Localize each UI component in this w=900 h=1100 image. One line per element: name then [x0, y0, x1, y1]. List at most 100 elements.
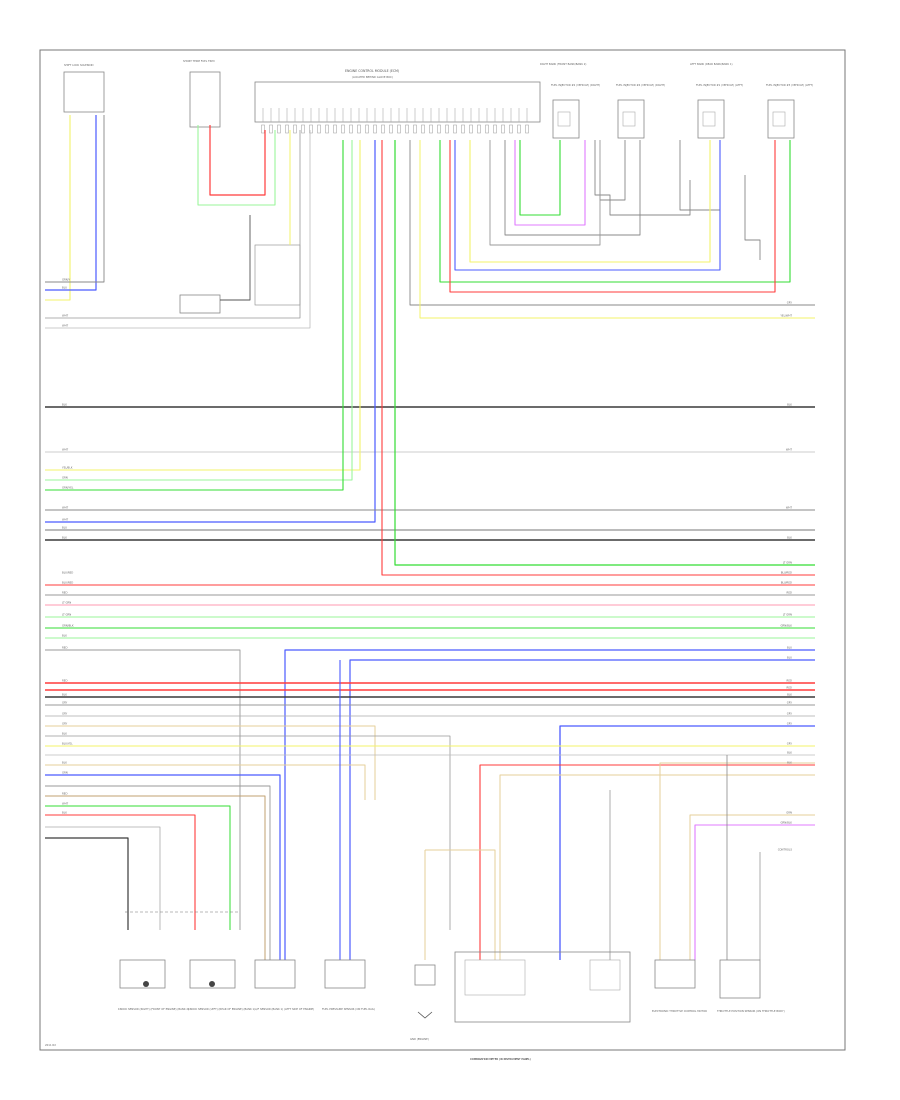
ecm-pin-marker	[421, 124, 425, 134]
ecm-connector-box	[254, 81, 541, 123]
right-wire-label: GRN	[786, 811, 792, 815]
meter-inner-box-2	[589, 959, 621, 991]
left-wire-label: BLU	[62, 526, 67, 530]
tl-wire	[45, 115, 97, 291]
diagram-border	[39, 49, 846, 1051]
injector-label: FUEL INJECTOR #1 (VEHICLE) (LEFT)	[696, 83, 743, 87]
inj-wire-green	[519, 140, 561, 216]
injector-body	[697, 99, 725, 139]
left-wire-label: GRN/BLK	[62, 624, 74, 628]
right-wire-label: YEL/WHT	[780, 314, 792, 318]
ecm-pin-marker	[277, 124, 281, 134]
right-wire-label: CONTROLS	[778, 848, 793, 852]
left-wire-label: WHT	[62, 802, 69, 806]
left-wire-label: BLU/YEL	[62, 742, 73, 746]
low-wire	[479, 764, 815, 960]
left-wire-label: BLK	[62, 536, 67, 540]
right-wire-label: LT GRN	[783, 561, 792, 565]
component-box	[654, 959, 696, 989]
tl-wire	[45, 130, 301, 319]
ecm-pin-marker	[349, 124, 353, 134]
ecm-pin-marker	[517, 124, 521, 134]
ecm-pin-marker	[429, 124, 433, 134]
ground-icon	[417, 1011, 433, 1019]
right-wire-label: LT GRN	[783, 613, 792, 617]
component-box	[414, 964, 436, 986]
small-module-box	[179, 294, 221, 314]
right-wire-label: BLU/RED	[781, 581, 792, 585]
left-wire-label: GRN/YEL	[62, 486, 74, 490]
low-wire	[689, 814, 815, 960]
knock-sensor-icon	[143, 981, 149, 987]
tl-wire	[197, 125, 276, 206]
left-wire-label: RED	[62, 679, 67, 683]
left-wire-label: BLK	[62, 634, 67, 638]
inj-wire-red	[449, 140, 776, 293]
right-wire-label: BLK	[787, 761, 792, 765]
left-wire-label: LT GRN	[62, 601, 71, 605]
component-label: COMBINATION METER (IN INSTRUMENT PANEL)	[470, 1057, 531, 1061]
knock-sensor-icon	[209, 981, 215, 987]
left-wire-label: LT GRN	[62, 613, 71, 617]
low-wire	[45, 725, 376, 800]
ecm-pin-marker	[509, 124, 513, 134]
wire-group	[45, 115, 815, 960]
ecm-pin-marker	[373, 124, 377, 134]
left-wire-label: BLK	[62, 732, 67, 736]
bottom-caption: COMBINATION METER (IN INSTRUMENT PANEL)	[470, 1057, 531, 1061]
drop-wire	[45, 140, 361, 471]
ecm-pin-marker	[389, 124, 393, 134]
component-label: A/F SENSOR (BANK 1) (LEFT SIDE OF ENGINE…	[255, 1007, 314, 1011]
shift-lock-box	[63, 71, 105, 113]
tl-wire	[45, 130, 311, 329]
inj-wire-violet	[514, 140, 586, 226]
low-wire	[45, 814, 196, 930]
top-left-unit-label: SHIFT LOCK SOLENOID	[64, 63, 93, 67]
ecm-pin-marker	[301, 124, 305, 134]
ecm-pin-marker	[461, 124, 465, 134]
ecm-pin-marker	[445, 124, 449, 134]
injector-body	[617, 99, 645, 139]
left-wire-label: RED	[62, 792, 67, 796]
right-wire-label: RED	[787, 679, 792, 683]
injector-label: FUEL INJECTOR #2 (VEHICLE) (RIGHT)	[551, 83, 600, 87]
left-wire-label: WHT	[62, 506, 69, 510]
right-wire-label: WHT	[786, 506, 793, 510]
inj-wire-gray	[679, 140, 721, 211]
right-wire-label: RED	[787, 591, 792, 595]
low-wire	[694, 824, 815, 960]
left-wire-label: RED	[62, 646, 67, 650]
ecm-subtitle: (LOCATED BEHIND GLOVE BOX)	[352, 75, 393, 79]
low-wire	[45, 837, 129, 930]
right-wire-label: RED	[787, 686, 792, 690]
right-wire-label: GRY	[787, 701, 793, 705]
left-wire-label: YEL/BLK	[62, 466, 73, 470]
left-wire-label: BLU/RED	[62, 581, 73, 585]
footer-id: 2011 RX	[45, 1043, 56, 1047]
component-label: ELECTRONIC THROTTLE CONTROL MOTOR	[652, 1009, 707, 1013]
injector-label: FUEL INJECTOR #4 (VEHICLE) (RIGHT)	[616, 83, 665, 87]
injector-core	[702, 111, 716, 127]
injector-core	[557, 111, 571, 127]
tl-wire	[45, 115, 71, 301]
right-wire-label: GRY	[787, 712, 793, 716]
left-wire-label: GRN	[62, 476, 68, 480]
ecm-pin-marker	[501, 124, 505, 134]
right-wire-label: GRY	[787, 722, 793, 726]
left-wire-label: BLK	[62, 761, 67, 765]
component-label: GND (ENGINE)	[410, 1037, 429, 1041]
component-box	[324, 959, 366, 989]
ecm-to-right-gray	[409, 140, 815, 306]
ecm-pin-marker	[525, 124, 529, 134]
left-wire-label: WHT	[62, 518, 69, 522]
ecm-pin-marker	[309, 124, 313, 134]
left-wire-label: GRY	[62, 722, 68, 726]
ecm-pin-marker	[293, 124, 297, 134]
low-wire	[45, 774, 281, 960]
ecm-pin-marker	[493, 124, 497, 134]
left-wire-label: BLU/RED	[62, 571, 73, 575]
ecm-pin-marker	[485, 124, 489, 134]
right-wire-label: BLU	[787, 646, 792, 650]
